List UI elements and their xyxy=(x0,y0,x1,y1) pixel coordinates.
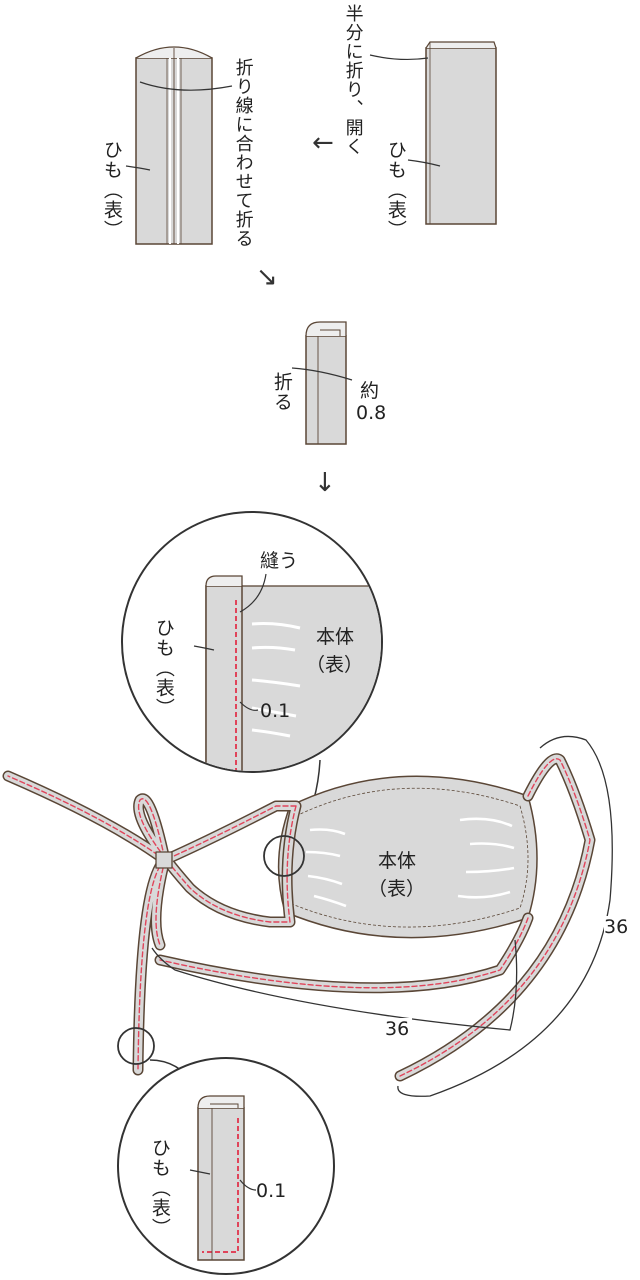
main-detail-marker-top xyxy=(263,835,305,877)
main-length-bottom: 36 xyxy=(382,1018,413,1040)
detail-bottom-leader-margin xyxy=(239,1179,257,1191)
step3-fold-label: 折る xyxy=(270,372,293,412)
detail-bottom-circle xyxy=(117,1057,335,1275)
detail-top-leader-strap xyxy=(193,645,215,651)
step3-approx-value: 0.8 xyxy=(356,402,387,424)
step1-leader-strap xyxy=(407,159,441,167)
step1-strap-label: ひも（表） xyxy=(384,140,407,240)
step2-leader-fold xyxy=(139,81,233,91)
step1-instruction: 半分に折り、開く xyxy=(342,4,364,156)
arrow-down: ↓ xyxy=(314,468,336,498)
step2-strap-label: ひも（表） xyxy=(100,140,123,240)
arrow-left: ← xyxy=(312,128,334,158)
measure-line-bottom xyxy=(151,939,518,1031)
arrow-diagonal: ↘ xyxy=(256,262,278,292)
detail-top-body-label-1: 本体 xyxy=(316,626,355,648)
main-body-label-2: （表） xyxy=(368,878,426,900)
detail-top-margin-value: 0.1 xyxy=(260,700,291,722)
detail-bottom-leader-strap xyxy=(189,1169,211,1175)
detail-bottom-margin-value: 0.1 xyxy=(256,1180,287,1202)
detail-top-leader-margin xyxy=(239,701,259,711)
step2-instruction: 折り線に合わせて折る xyxy=(232,58,254,248)
detail-bottom-strap-label: ひも（表） xyxy=(148,1138,171,1238)
main-strap-left xyxy=(2,770,302,1076)
detail-top-circle xyxy=(121,511,383,773)
main-body-label-1: 本体 xyxy=(378,850,417,872)
main-detail-marker-bottom xyxy=(117,1027,155,1065)
measure-line-right xyxy=(397,735,613,1097)
detail-top-sew-label: 縫う xyxy=(260,550,299,572)
step1-leader-instruction xyxy=(369,54,429,61)
detail-top-body-label-2: （表） xyxy=(306,654,364,676)
step3-approx-label: 約 xyxy=(360,380,380,402)
step1-strap xyxy=(425,41,497,225)
detail-top-strap-label: ひも（表） xyxy=(152,618,175,718)
step3-strap xyxy=(305,321,347,445)
step2-strap xyxy=(135,46,213,245)
detail-top-leader-sew xyxy=(239,573,267,613)
step2-leader-strap xyxy=(125,165,151,171)
main-length-right: 36 xyxy=(604,916,629,938)
main-strap-right xyxy=(154,753,596,1082)
step3-leader xyxy=(291,367,353,381)
